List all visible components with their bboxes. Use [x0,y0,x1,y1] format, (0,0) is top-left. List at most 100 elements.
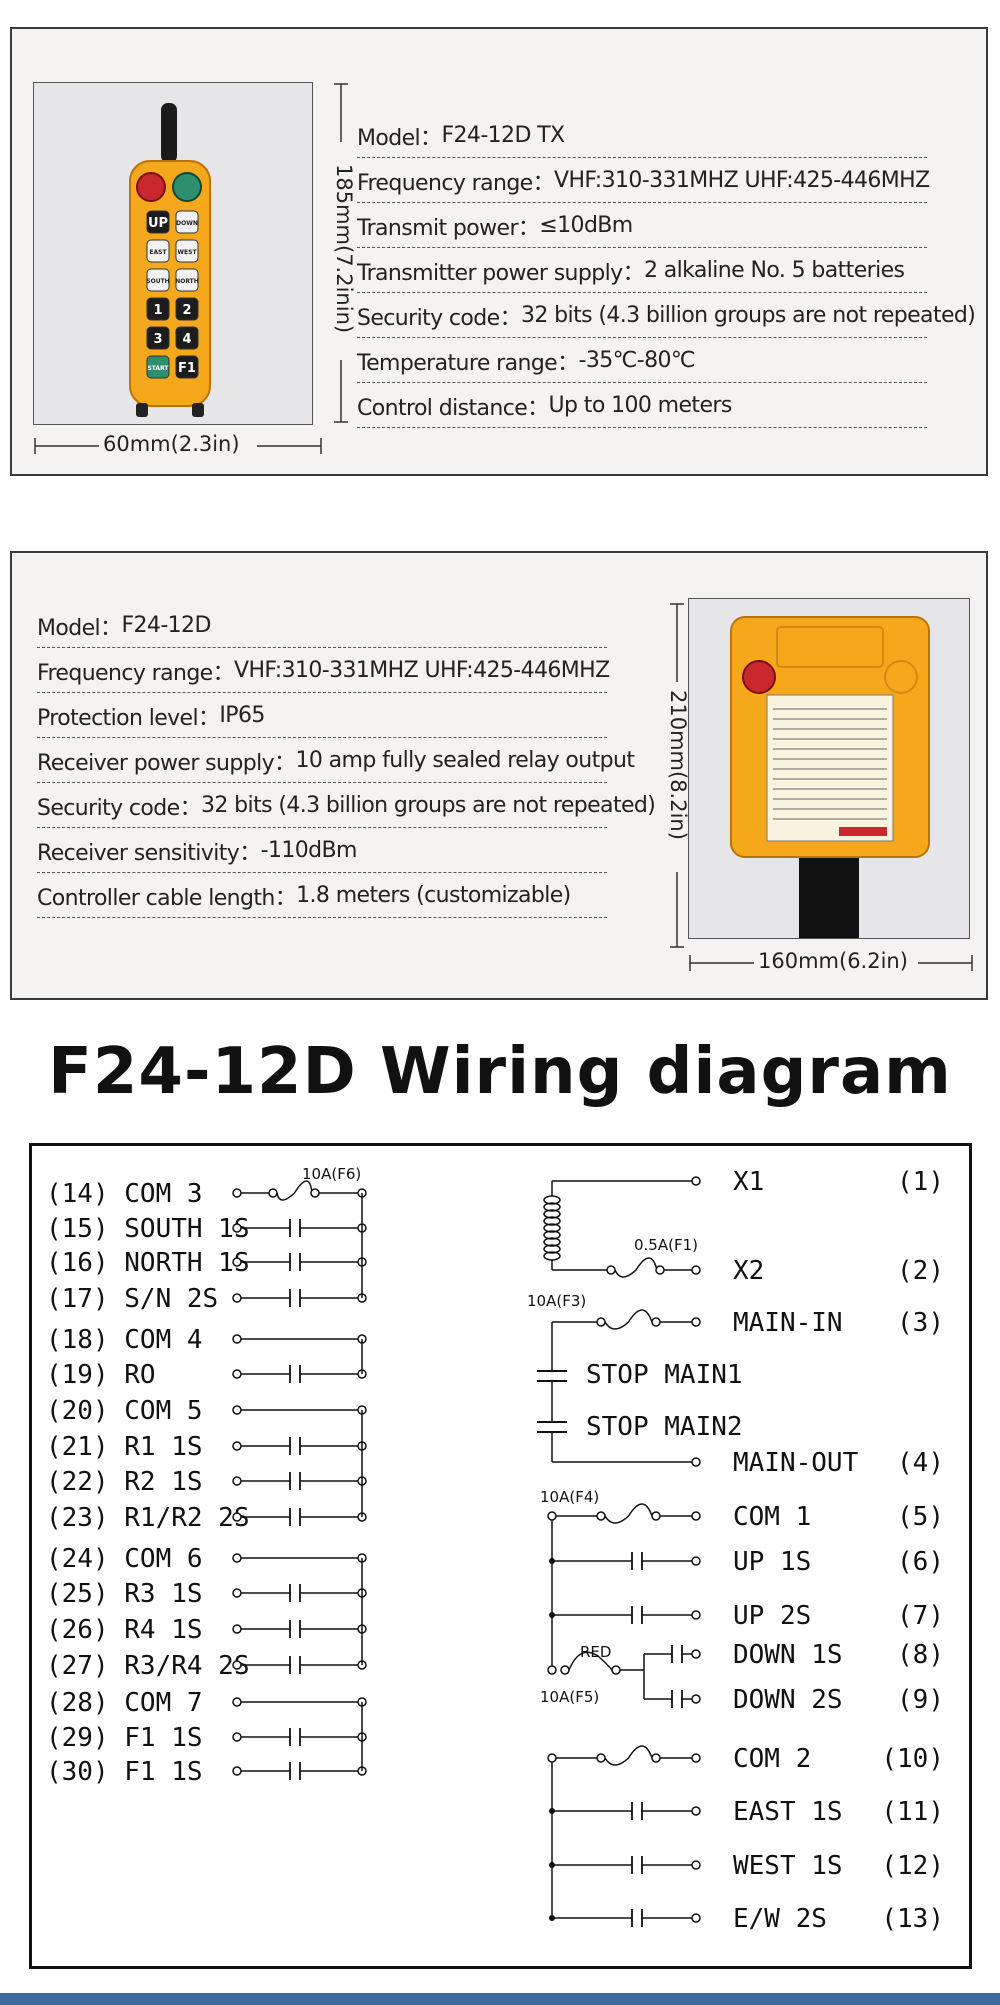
transmitter-spec-key: Model： [357,125,442,151]
remote-key-label: WEST [177,249,197,256]
fuse-icon [276,1180,313,1201]
receiver-spec-row: Receiver sensitivity：-110dBm [37,829,607,873]
remote-key-west [175,239,199,263]
terminal-number: (5) [897,1502,944,1532]
coil-icon [543,1223,561,1233]
left-terminal-label: (28) COM 7 [46,1688,203,1718]
left-terminal-label: (20) COM 5 [46,1396,203,1426]
right-terminal-label: UP 1S [733,1547,811,1577]
transmitter-spec-value: F24-12D TX [441,123,565,148]
right-terminal-label: DOWN 2S [733,1685,843,1715]
transmitter-spec-key: Control distance： [357,395,549,421]
terminal-icon [651,1511,661,1521]
fuse-label: 0.5A(F1) [634,1236,698,1254]
terminal-icon [232,1405,242,1415]
right-terminal-label: E/W 2S [733,1904,827,1934]
transmitter-spec-value: ≤10dBm [539,213,633,238]
terminal-icon [310,1188,320,1198]
transmitter-height-label: 185mm(7.2inin) [332,164,356,334]
coil-icon [543,1244,561,1254]
transmitter-spec-row: Security code：32 bits (4.3 billion group… [357,294,976,338]
terminal-icon [547,1511,557,1521]
terminal-icon [596,1753,606,1763]
terminal-icon [232,1257,242,1267]
receiver-spec-key: Frequency range： [37,660,235,686]
fuse-label: 10A(F6) [302,1165,361,1183]
receiver-height-label: 210mm(8.2in) [666,690,690,840]
remote-key-f1 [175,355,199,379]
remote-key-label: F1 [178,361,196,376]
terminal-number: (6) [897,1547,944,1577]
left-terminal-label: (27) R3/R4 2S [46,1651,250,1681]
terminal-icon [655,1265,665,1275]
terminal-icon [232,1553,242,1563]
transmitter-spec-key: Security code： [357,305,522,331]
terminal-icon [691,1860,701,1870]
coil-icon [543,1195,561,1205]
terminal-icon [611,1665,621,1675]
left-terminal-label: (24) COM 6 [46,1544,203,1574]
terminal-icon [691,1176,701,1186]
junction-icon [549,1612,555,1618]
terminal-number: (7) [897,1601,944,1631]
coil-icon [543,1237,561,1247]
terminal-icon [232,1334,242,1344]
terminal-icon [691,1265,701,1275]
terminal-number: (9) [897,1685,944,1715]
remote-key-label: 4 [182,332,191,347]
fuse-label: 10A(F4) [540,1488,599,1506]
transmitter-spec-value: VHF:310-331MHZ UHF:425-446MHZ [554,168,930,193]
wiring-diagram-title: F24-12D Wiring diagram [48,1035,952,1109]
fuse-icon [604,1745,653,1766]
transmitter-spec-row: Transmit power：≤10dBm [357,204,927,248]
remote-key-up [146,210,170,234]
remote-key-label: 2 [182,303,191,318]
remote-key-down [175,210,199,234]
fuse-icon [604,1309,653,1330]
receiver-spec-value: 32 bits (4.3 billion groups are not repe… [201,793,656,818]
terminal-icon [547,1753,557,1763]
left-terminal-label: (29) F1 1S [46,1723,203,1753]
remote-key-4 [175,326,199,350]
left-terminal-label: (21) R1 1S [46,1432,203,1462]
remote-key-label: DOWN [176,220,198,227]
right-terminal-label: X1 [733,1167,764,1197]
terminal-number: (10) [881,1744,944,1774]
terminal-icon [232,1441,242,1451]
coil-icon [543,1202,561,1212]
receiver-spec-row: Frequency range：VHF:310-331MHZ UHF:425-4… [37,649,610,693]
left-terminal-label: (25) R3 1S [46,1579,203,1609]
right-terminal-label: UP 2S [733,1601,811,1631]
terminal-icon [547,1665,557,1675]
fuse-label: 10A(F3) [527,1292,586,1310]
transmitter-spec-row: Transmitter power supply：2 alkaline No. … [357,249,927,293]
terminal-icon [651,1317,661,1327]
left-terminal-label: (16) NORTH 1S [46,1248,250,1278]
receiver-cable [799,849,859,938]
receiver-stop-button-icon [742,660,776,694]
junction-icon [549,1558,555,1564]
remote-key-3 [146,326,170,350]
junction-icon [549,1915,555,1921]
receiver-spec-value: -110dBm [260,838,358,863]
terminal-icon [232,1766,242,1776]
terminal-icon [232,1293,242,1303]
right-terminal-label: X2 [733,1256,764,1286]
receiver-spec-row: Protection level：IP65 [37,694,607,738]
terminal-icon [691,1694,701,1704]
receiver-photo [688,598,970,939]
receiver-width-label: 160mm(6.2in) [758,949,908,973]
right-terminal-label: MAIN-IN [733,1308,843,1338]
wiring-diagram: (14) COM 3(15) SOUTH 1S(16) NORTH 1S(17)… [29,1143,972,1969]
terminal-icon [691,1913,701,1923]
remote-key-start [146,355,170,379]
terminal-icon [232,1697,242,1707]
transmitter-spec-value: -35℃-80℃ [578,348,696,373]
terminal-icon [691,1556,701,1566]
transmitter-spec-value: 32 bits (4.3 billion groups are not repe… [521,303,976,328]
right-terminal-label: DOWN 1S [733,1640,843,1670]
rx-width-dimension-line [689,955,973,971]
right-terminal-label: MAIN-OUT [733,1448,859,1478]
transmitter-spec-key: Frequency range： [357,170,555,196]
